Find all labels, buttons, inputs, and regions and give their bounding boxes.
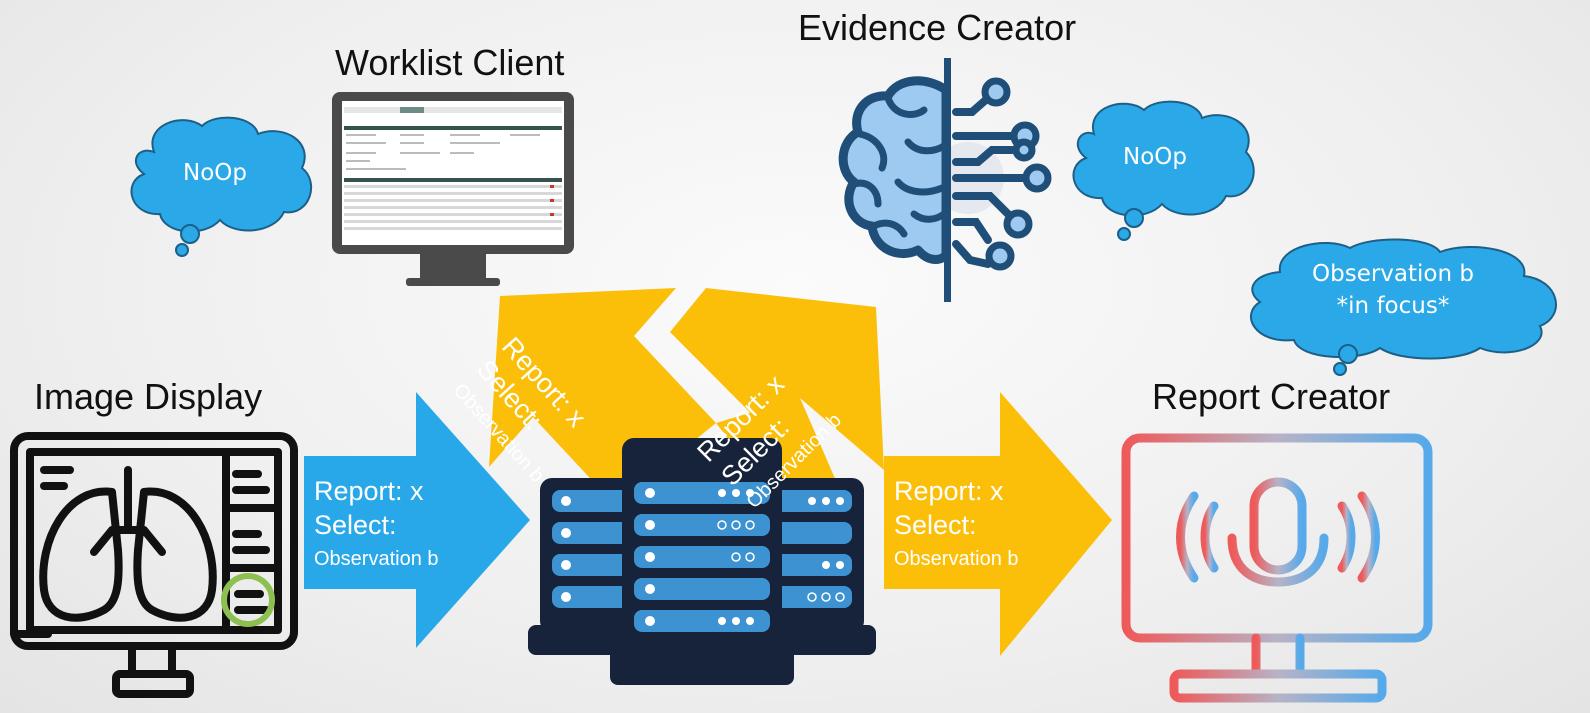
message-observation: Observation b (314, 548, 439, 570)
cloud-evidence-text: NoOp (1123, 144, 1187, 170)
focus-ring (221, 573, 275, 627)
yellow-arrow-up-right (670, 288, 884, 513)
report-creator-label: Report Creator (1152, 376, 1391, 417)
server-hub-icon (528, 438, 876, 685)
blue-arrow-to-hub (304, 392, 530, 648)
message-select: Select: (894, 510, 977, 540)
cloud-worklist-text: NoOp (183, 160, 247, 186)
blue-arrow-message: Report: x Select: Observation b (314, 474, 439, 576)
right-arrow-message: Report: x Select: Observation b (894, 474, 1019, 576)
worklist-client-label: Worklist Client (335, 42, 565, 83)
message-report: Report: x (314, 476, 424, 506)
cloud-report-line1: Observation b (1312, 261, 1474, 287)
image-display-label: Image Display (34, 376, 263, 417)
cloud-report-text: Observation b *in focus* (1292, 258, 1494, 322)
message-select: Select: (314, 510, 397, 540)
cloud-report-observation (1249, 238, 1557, 376)
cloud-report-line2: *in focus* (1336, 293, 1450, 319)
ai-brain-icon (838, 58, 1052, 302)
monitor-worklist-icon (332, 92, 574, 286)
lung-xray-monitor-icon (10, 432, 298, 698)
cloud-worklist-noop (130, 116, 312, 257)
yellow-arrow-to-report (884, 392, 1112, 656)
message-observation: Observation b (894, 548, 1019, 570)
microphone-monitor-icon (1121, 433, 1433, 703)
evidence-creator-label: Evidence Creator (798, 7, 1077, 48)
cloud-evidence-noop (1072, 100, 1255, 241)
message-report: Report: x (894, 476, 1004, 506)
